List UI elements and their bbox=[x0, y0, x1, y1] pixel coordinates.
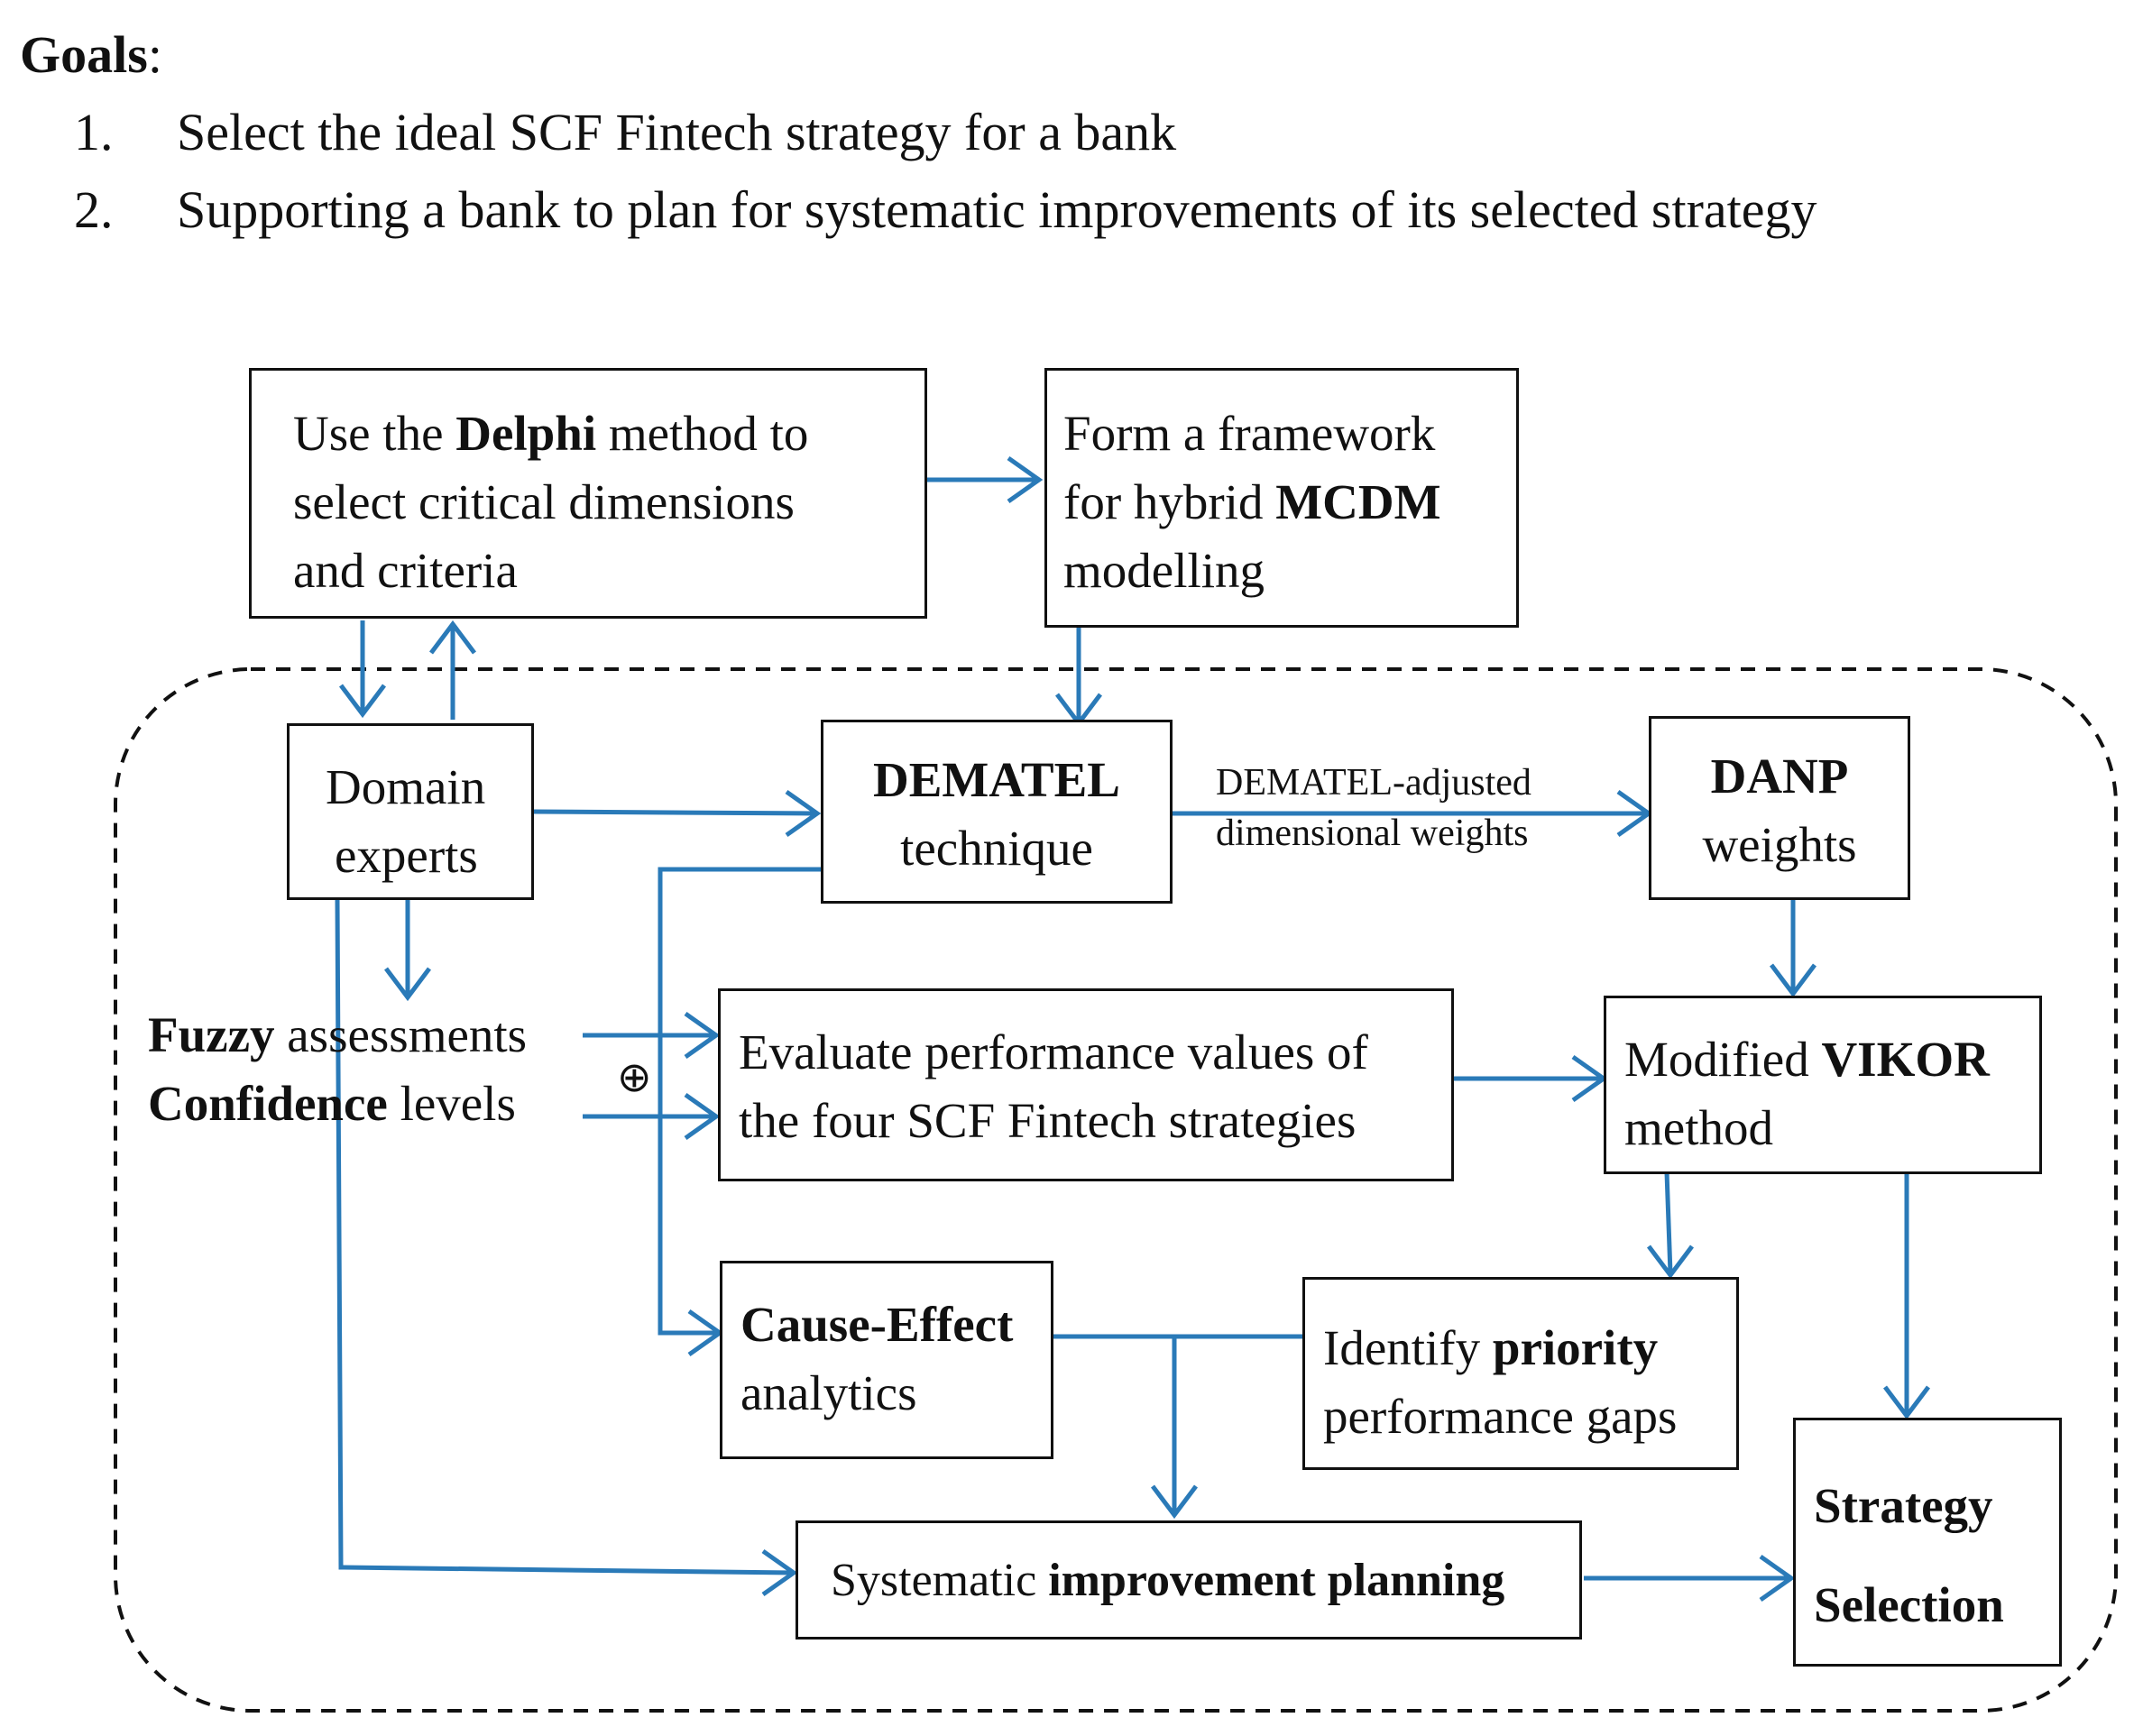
danp-line-2: weights bbox=[1702, 817, 1857, 872]
dematel-adjusted-line-1: DEMATEL-adjusted bbox=[1216, 762, 1531, 804]
goal-number: 1. bbox=[74, 103, 114, 161]
arrowhead bbox=[384, 967, 431, 1002]
delphi-line-2: select critical dimensions bbox=[293, 474, 795, 529]
delphi-box: Use the Delphi method to select critical… bbox=[249, 368, 927, 619]
vikor-line-1: Modified VIKOR bbox=[1624, 1032, 1990, 1087]
priority-box: Identify priority performance gaps bbox=[1302, 1277, 1739, 1470]
delphi-line-3: and criteria bbox=[293, 543, 518, 598]
arrow-experts-dematel bbox=[533, 809, 818, 816]
cause-line-2: analytics bbox=[740, 1365, 917, 1420]
cause-effect-box: Cause-Effect analytics bbox=[720, 1261, 1053, 1459]
dematel-box: DEMATEL technique bbox=[821, 720, 1173, 904]
goals-section: Goals: 1. Select the ideal SCF Fintech s… bbox=[20, 16, 2017, 249]
goals-title: Goals: bbox=[20, 25, 162, 84]
goal-text: Supporting a bank to plan for systematic… bbox=[177, 180, 1817, 239]
improvement-label: Systematic improvement planning bbox=[831, 1555, 1505, 1606]
improvement-box: Systematic improvement planning bbox=[796, 1520, 1582, 1640]
dematel-line-2: technique bbox=[900, 821, 1093, 876]
experts-box: Domain experts bbox=[287, 723, 534, 900]
vikor-box: Modified VIKOR method bbox=[1604, 996, 2042, 1174]
cause-title: Cause-Effect bbox=[740, 1297, 1014, 1352]
goal-item-2: 2. Supporting a bank to plan for systema… bbox=[20, 171, 2017, 249]
arrowhead bbox=[429, 620, 476, 655]
experts-line-2: experts bbox=[335, 828, 478, 883]
arrowhead bbox=[785, 789, 822, 838]
dematel-title: DEMATEL bbox=[872, 752, 1120, 807]
dematel-adjusted-line-2: dimensional weights bbox=[1216, 813, 1529, 854]
strategy-selection-box: Strategy Selection bbox=[1793, 1418, 2062, 1667]
arrowhead bbox=[1647, 1245, 1694, 1280]
arrowhead bbox=[1007, 455, 1044, 504]
arrow-dematel-cause bbox=[658, 867, 821, 1336]
danp-box: DANP weights bbox=[1649, 716, 1910, 900]
framework-box: Form a framework for hybrid MCDM modelli… bbox=[1044, 368, 1519, 628]
evaluate-line-2: the four SCF Fintech strategies bbox=[739, 1093, 1357, 1148]
fuzzy-assessments-label: Fuzzy assessments bbox=[148, 1007, 528, 1062]
priority-line-2: performance gaps bbox=[1323, 1389, 1678, 1444]
goal-text: Select the ideal SCF Fintech strategy fo… bbox=[177, 103, 1177, 161]
goal-number: 2. bbox=[74, 180, 114, 239]
arrow-experts-improvement bbox=[335, 899, 795, 1575]
arrowhead bbox=[1770, 963, 1816, 998]
arrowhead bbox=[684, 1011, 721, 1060]
strategy-line-2: Selection bbox=[1814, 1577, 2004, 1632]
evaluate-box: Evaluate performance values of the four … bbox=[718, 988, 1454, 1181]
process-boundary bbox=[114, 667, 2118, 1713]
evaluate-line-1: Evaluate performance values of bbox=[739, 1024, 1368, 1079]
delphi-line-1: Use the Delphi method to bbox=[293, 406, 809, 461]
arrowhead bbox=[761, 1548, 798, 1597]
framework-line-1: Form a framework bbox=[1063, 406, 1436, 461]
arrowhead bbox=[1151, 1484, 1198, 1520]
priority-line-1: Identify priority bbox=[1323, 1320, 1659, 1375]
arrowhead bbox=[1883, 1385, 1930, 1420]
framework-line-3: modelling bbox=[1063, 543, 1265, 598]
dematel-adjusted-label: DEMATEL-adjusted dimensional weights bbox=[1216, 758, 1531, 859]
oplus-symbol: ⊕ bbox=[617, 1052, 652, 1101]
strategy-line-1: Strategy bbox=[1814, 1478, 1993, 1533]
arrowhead bbox=[1759, 1554, 1796, 1603]
vikor-line-2: method bbox=[1624, 1100, 1773, 1155]
experts-line-1: Domain bbox=[326, 759, 486, 814]
confidence-levels-label: Confidence levels bbox=[148, 1076, 516, 1131]
framework-line-2: for hybrid MCDM bbox=[1063, 474, 1441, 529]
goal-item-1: 1. Select the ideal SCF Fintech strategy… bbox=[20, 94, 2017, 171]
arrow-vikor-priority bbox=[1664, 1171, 1673, 1274]
danp-title: DANP bbox=[1710, 749, 1849, 804]
arrowhead bbox=[684, 1092, 721, 1141]
arrowhead bbox=[339, 684, 386, 719]
